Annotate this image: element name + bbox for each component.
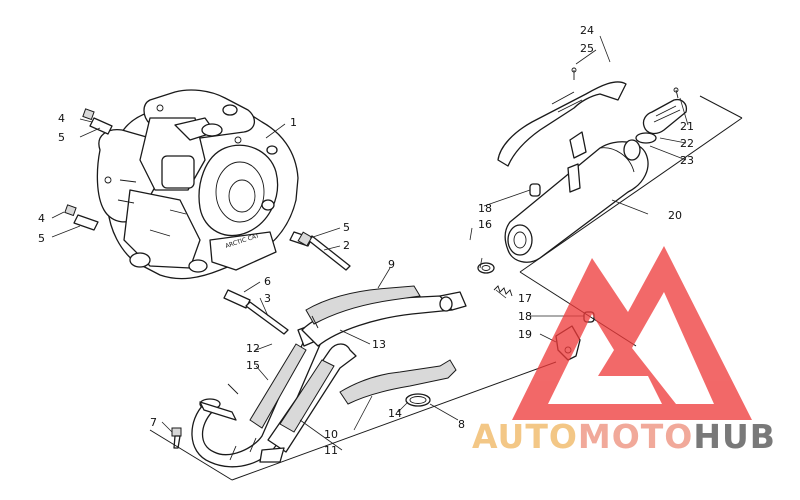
stud-bolt-left-upper <box>82 108 113 135</box>
spark-arrestor <box>642 87 688 135</box>
label-18-upper: 18 <box>478 202 492 215</box>
label-7: 7 <box>150 416 157 429</box>
exhaust-flange <box>199 398 237 421</box>
label-25: 25 <box>580 42 594 55</box>
leader-lines <box>51 35 689 451</box>
label-3: 3 <box>264 292 271 305</box>
label-16: 16 <box>478 218 492 231</box>
label-2: 2 <box>343 239 350 252</box>
box-8-outline <box>231 361 557 481</box>
label-12: 12 <box>246 342 260 355</box>
label-4-upper: 4 <box>58 112 65 125</box>
grommet-upper <box>529 183 541 197</box>
logo-text-auto: AUTO <box>472 417 578 456</box>
label-9: 9 <box>388 258 395 271</box>
spring <box>493 285 513 297</box>
label-24: 24 <box>580 24 594 37</box>
heat-shield-upper <box>305 285 421 329</box>
label-14: 14 <box>388 407 402 420</box>
label-8: 8 <box>458 418 465 431</box>
heat-shield-rear <box>249 343 307 429</box>
flange-bolt <box>171 427 182 449</box>
label-5-lower: 5 <box>38 232 45 245</box>
label-21: 21 <box>680 120 694 133</box>
stud-bolt-lower <box>223 289 289 335</box>
muffler-heat-shield <box>497 67 627 193</box>
muffler <box>504 139 649 263</box>
stud-bolt-left-lower <box>64 204 99 231</box>
label-4-lower: 4 <box>38 212 45 225</box>
svg-text:AUTOMOTOHUB: AUTOMOTOHUB <box>472 417 776 456</box>
label-23: 23 <box>680 154 694 167</box>
label-19: 19 <box>518 328 532 341</box>
engine-assembly: ARCTIC CAT <box>96 89 299 280</box>
spark-arrestor-gasket <box>635 132 657 144</box>
heat-shield-lower <box>279 359 457 433</box>
label-15: 15 <box>246 359 260 372</box>
label-6: 6 <box>264 275 271 288</box>
label-17: 17 <box>518 292 532 305</box>
stud-bolt-right <box>289 231 351 271</box>
muffler-gasket <box>477 262 495 274</box>
label-10: 10 <box>324 428 338 441</box>
label-22: 22 <box>680 137 694 150</box>
label-20: 20 <box>668 209 682 222</box>
automotohub-logo: AUTOMOTOHUB <box>472 246 776 456</box>
label-13: 13 <box>372 338 386 351</box>
label-5-right: 5 <box>343 221 350 234</box>
label-1: 1 <box>290 116 297 129</box>
label-11: 11 <box>324 444 338 457</box>
box-20-outline <box>519 117 743 273</box>
logo-text-moto: MOTO <box>578 417 693 456</box>
logo-triangle <box>512 246 752 420</box>
gasket-15 <box>227 383 239 395</box>
label-18-lower: 18 <box>518 310 532 323</box>
clamp <box>405 393 431 407</box>
label-5-upper: 5 <box>58 131 65 144</box>
logo-text-hub: HUB <box>693 417 776 456</box>
